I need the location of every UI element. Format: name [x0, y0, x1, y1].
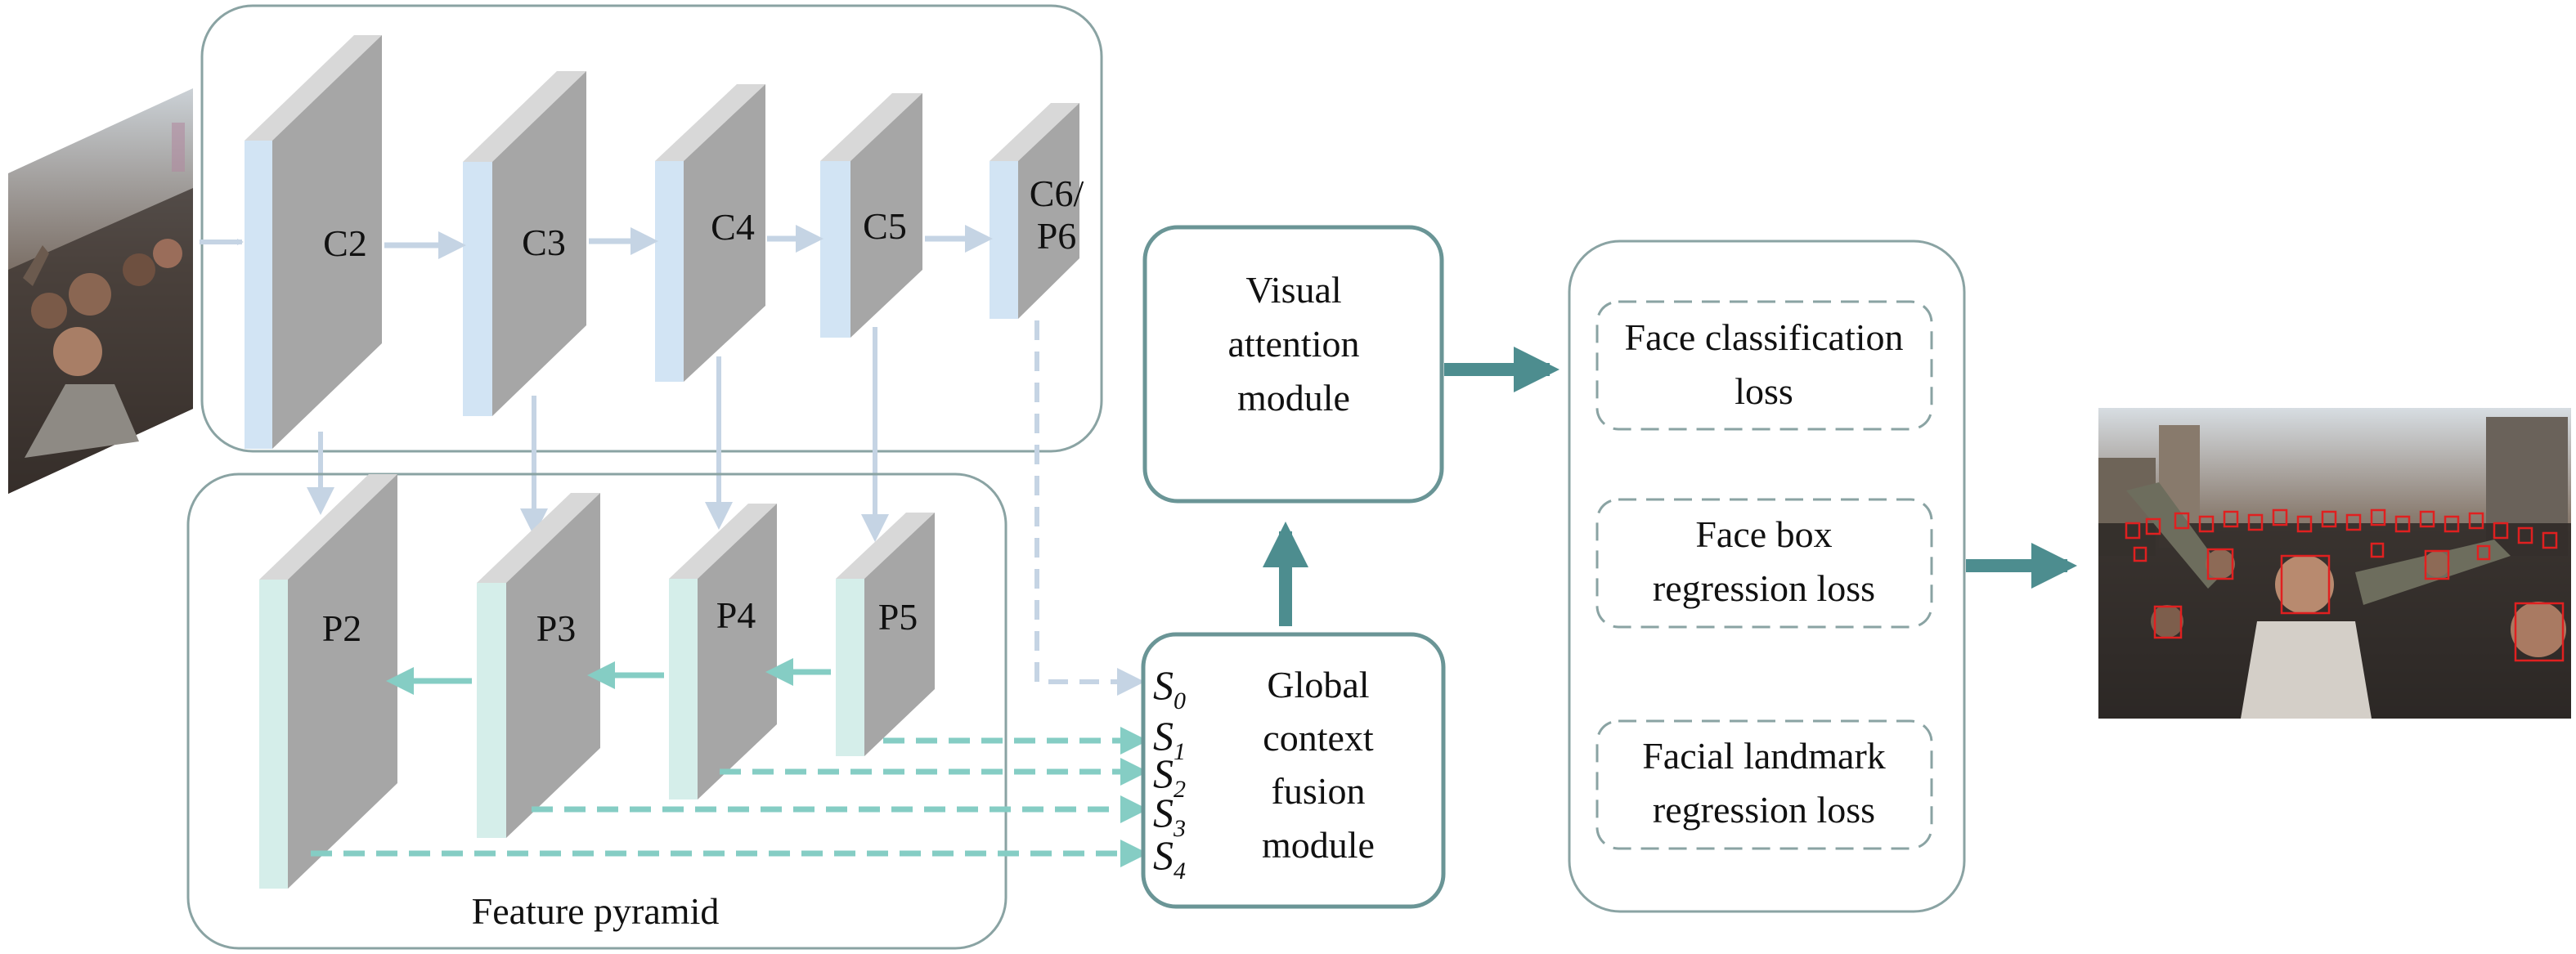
- svg-text:S0: S0: [1153, 662, 1186, 714]
- layer-c2-label: C2: [323, 222, 367, 264]
- facial-landmark-regression-loss-line1: Facial landmark: [1642, 735, 1886, 777]
- svg-text:S4: S4: [1153, 832, 1186, 885]
- output-detection-image: [2098, 408, 2571, 719]
- attention-title-line3: module: [1237, 377, 1350, 419]
- layer-p4: [669, 504, 777, 799]
- attention-title-line2: attention: [1228, 323, 1360, 365]
- backbone-arrows: [384, 225, 993, 259]
- global-context-fusion-module: [1141, 632, 1446, 909]
- fusion-title-line2: context: [1263, 717, 1374, 759]
- layer-c2: [245, 35, 382, 449]
- feature-pyramid-panel: [186, 473, 1008, 950]
- lateral-arrows: [307, 327, 889, 542]
- feature-pyramid-caption: Feature pyramid: [472, 890, 720, 932]
- face-box-regression-loss-line2: regression loss: [1653, 567, 1875, 609]
- svg-text:S1: S1: [1153, 713, 1186, 765]
- fusion-title-line4: module: [1262, 824, 1375, 866]
- backbone-panel: [200, 4, 1103, 453]
- layer-c5-label: C5: [863, 205, 907, 247]
- layer-c6-label-line1: C6/: [1030, 172, 1084, 214]
- fusion-inputs: S0 S1 S2 S3 S4: [1153, 662, 1186, 885]
- c6-to-s0-connector: [1034, 320, 1145, 696]
- face-classification-loss-line1: Face classification: [1624, 316, 1903, 358]
- attention-title-line1: Visual: [1245, 269, 1341, 311]
- pyramid-to-fusion-connectors: [311, 727, 1148, 867]
- layer-c6-p6: [990, 103, 1079, 319]
- layer-p2-label: P2: [322, 607, 362, 649]
- layer-c3-label: C3: [522, 222, 566, 263]
- layer-c3: [463, 71, 586, 416]
- layer-p3-label: P3: [536, 607, 577, 649]
- fusion-title-line1: Global: [1267, 664, 1369, 705]
- layer-c4-label: C4: [711, 206, 755, 248]
- layer-p5-label: P5: [878, 596, 918, 638]
- face-classification-loss-box: [1595, 300, 1933, 431]
- facial-landmark-regression-loss-box: [1595, 719, 1933, 850]
- visual-attention-module: [1142, 225, 1444, 504]
- input-crowd-image: [8, 88, 193, 494]
- loss-panel: [1568, 240, 1966, 913]
- fusion-title-line3: fusion: [1272, 770, 1366, 812]
- layer-p2: [259, 474, 397, 889]
- facial-landmark-regression-loss-line2: regression loss: [1653, 789, 1875, 831]
- layer-p5: [836, 513, 935, 756]
- svg-text:S3: S3: [1153, 790, 1186, 842]
- face-classification-loss-line2: loss: [1735, 370, 1793, 412]
- layer-p3: [477, 493, 600, 838]
- layer-c4: [655, 84, 765, 382]
- layer-c5: [820, 93, 922, 338]
- pyramid-arrows: [386, 658, 831, 695]
- face-box-regression-loss-box: [1595, 498, 1933, 629]
- layer-p4-label: P4: [716, 594, 756, 636]
- face-box-regression-loss-line1: Face box: [1695, 513, 1832, 555]
- svg-text:S2: S2: [1153, 750, 1186, 803]
- layer-c6-label-line2: P6: [1037, 215, 1077, 257]
